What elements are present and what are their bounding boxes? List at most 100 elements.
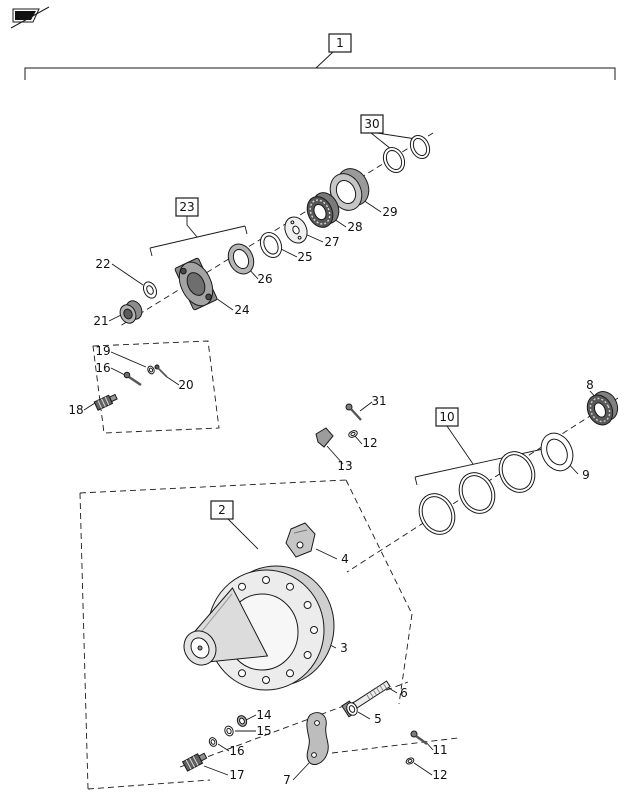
leader-7 (292, 762, 310, 781)
callout-9: 9 (582, 468, 590, 482)
dashed-hub-top (79, 479, 347, 494)
leader-30b (376, 132, 417, 140)
callout-13: 13 (337, 459, 352, 473)
part-washer-12a (348, 430, 358, 438)
leader-lines (83, 51, 598, 781)
callout-31: 31 (371, 394, 386, 408)
part-shim-ring-a (418, 493, 456, 535)
leader-25 (280, 248, 298, 258)
brand-flag-icon (10, 6, 50, 29)
part-washer-22 (142, 281, 158, 299)
dashed-hub-right-upper (345, 479, 413, 615)
part-bracket-7 (306, 712, 329, 766)
leader-12b (413, 762, 433, 776)
callout-12b: 12 (432, 768, 447, 782)
hub-spindle-end (183, 630, 217, 666)
part-pin-20 (154, 364, 168, 378)
leader-23 (186, 216, 198, 238)
callout-3: 3 (340, 641, 348, 655)
callout-1: 1 (336, 36, 344, 50)
leader-21 (108, 314, 122, 322)
leader-18 (83, 402, 96, 411)
part-washer-19 (147, 365, 155, 375)
part-hub-3 (183, 565, 335, 691)
part-screw-16a (123, 371, 142, 386)
part-screw-31 (345, 403, 362, 421)
part-seal-30a (382, 146, 406, 174)
part-screw-11 (410, 730, 428, 745)
part-shim-ring-b (458, 472, 496, 514)
leader-27 (304, 233, 324, 243)
callout-20: 20 (178, 378, 193, 392)
part-shim-ring-c (498, 451, 536, 493)
part-seal-30b (409, 134, 431, 160)
callout-24: 24 (234, 303, 249, 317)
leader-30a (370, 132, 392, 150)
leader-14 (245, 714, 257, 721)
callout-22: 22 (95, 257, 110, 271)
callout-30: 30 (364, 117, 379, 131)
callout-8: 8 (586, 378, 594, 392)
leader-20 (166, 376, 180, 386)
callout-18: 18 (68, 403, 83, 417)
callout-19: 19 (95, 344, 110, 358)
part-clip-13 (315, 427, 334, 448)
dashed-hub-right-lower (398, 613, 413, 705)
leader-17 (203, 765, 229, 776)
part-bracket-4 (285, 522, 316, 558)
bracket-23 (149, 225, 248, 257)
callout-16a: 16 (95, 361, 110, 375)
callout-14: 14 (256, 708, 271, 722)
part-bearing-8 (586, 390, 619, 426)
part-ring-25 (259, 231, 283, 259)
part-nut-14 (236, 715, 248, 727)
callout-28: 28 (347, 220, 362, 234)
callout-12a: 12 (362, 436, 377, 450)
part-bearing-28 (306, 192, 340, 228)
part-washer-5 (346, 702, 358, 716)
part-fitting-18 (93, 393, 118, 411)
leader-5 (357, 711, 371, 720)
leader-10 (446, 425, 474, 465)
callout-box-1 (328, 33, 352, 53)
part-bushing-29 (329, 168, 370, 211)
callout-15: 15 (256, 724, 271, 738)
callout-21: 21 (93, 314, 108, 328)
leader-16b (217, 743, 230, 752)
callout-11: 11 (432, 743, 447, 757)
assembly-bracket-line (24, 67, 616, 80)
dashed-hub-bottom (87, 779, 211, 790)
part-washer-16b (208, 737, 218, 747)
dashed-axis-bracket7 (331, 737, 459, 754)
callout-16b: 16 (229, 744, 244, 758)
callout-17: 17 (229, 768, 244, 782)
leader-22 (111, 263, 144, 286)
part-seal-26 (227, 243, 255, 275)
leader-13 (326, 445, 344, 465)
callout-26: 26 (257, 272, 272, 286)
dashed-axis-upper (119, 132, 434, 327)
leader-12a (354, 435, 363, 445)
dashed-box-hardware (92, 340, 220, 434)
part-nut-21 (119, 300, 143, 324)
dashed-hub-left (79, 492, 89, 790)
callout-23: 23 (179, 200, 194, 214)
callout-10: 10 (439, 410, 454, 424)
callout-5: 5 (374, 712, 382, 726)
part-washer-15 (224, 725, 234, 737)
callout-box-10 (435, 407, 459, 427)
callout-7: 7 (283, 773, 291, 787)
leader-1 (315, 51, 334, 69)
callout-box-2 (210, 500, 234, 520)
callout-4: 4 (341, 552, 349, 566)
leader-19 (110, 351, 147, 368)
callout-27: 27 (324, 235, 339, 249)
part-ring-9 (540, 432, 574, 472)
callout-box-30 (360, 114, 384, 134)
callout-box-23 (175, 197, 199, 217)
callout-2: 2 (218, 503, 226, 517)
leader-2 (227, 518, 259, 550)
callout-25: 25 (297, 250, 312, 264)
